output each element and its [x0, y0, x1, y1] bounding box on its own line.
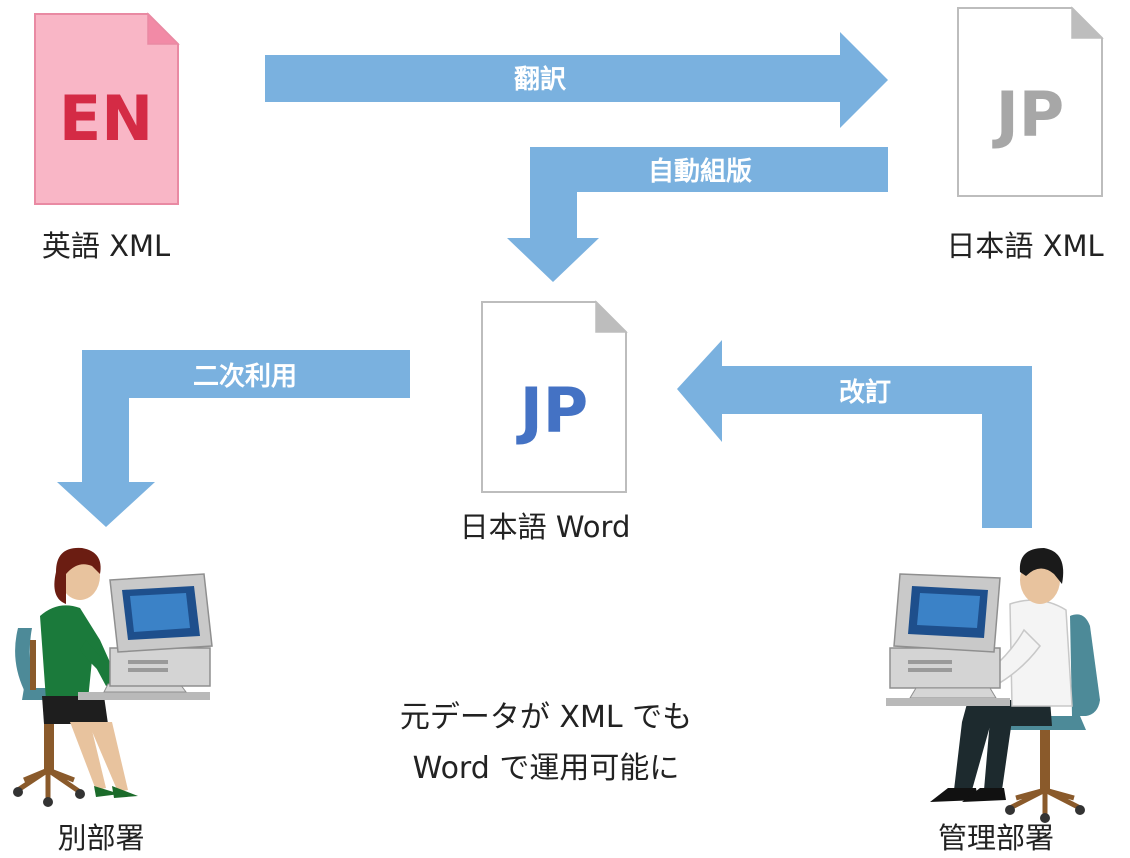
management-department-label: 管理部署	[938, 821, 1054, 855]
japanese-xml-document: JP	[957, 6, 1104, 197]
man-at-computer-illustration	[886, 548, 1100, 823]
japanese-word-code: JP	[516, 374, 589, 447]
japanese-word-document: JP	[481, 300, 628, 493]
secondary-use-arrow-label: 二次利用	[193, 362, 297, 392]
other-department-label: 別部署	[57, 821, 144, 855]
japanese-xml-label: 日本語 XML	[946, 229, 1103, 263]
auto-typesetting-arrow-label: 自動組版	[648, 156, 752, 187]
left-chair	[13, 628, 85, 807]
translation-arrow-label: 翻訳	[514, 64, 567, 95]
translation-arrow: 翻訳	[265, 32, 888, 128]
right-chair	[996, 614, 1100, 823]
note-line-2: Word で運用可能に	[413, 751, 680, 786]
auto-typesetting-arrow: 自動組版	[507, 147, 888, 282]
japanese-word-label: 日本語 Word	[460, 510, 631, 544]
note-line-1: 元データが XML でも	[400, 700, 692, 735]
japanese-xml-code: JP	[992, 78, 1065, 151]
revision-arrow: 改訂	[677, 340, 1032, 528]
english-xml-label: 英語 XML	[42, 229, 170, 263]
english-xml-document: EN	[34, 12, 180, 205]
secondary-use-arrow: 二次利用	[57, 350, 410, 527]
revision-arrow-label: 改訂	[839, 377, 891, 408]
english-xml-code: EN	[59, 82, 153, 155]
woman-at-computer-illustration	[13, 547, 213, 807]
